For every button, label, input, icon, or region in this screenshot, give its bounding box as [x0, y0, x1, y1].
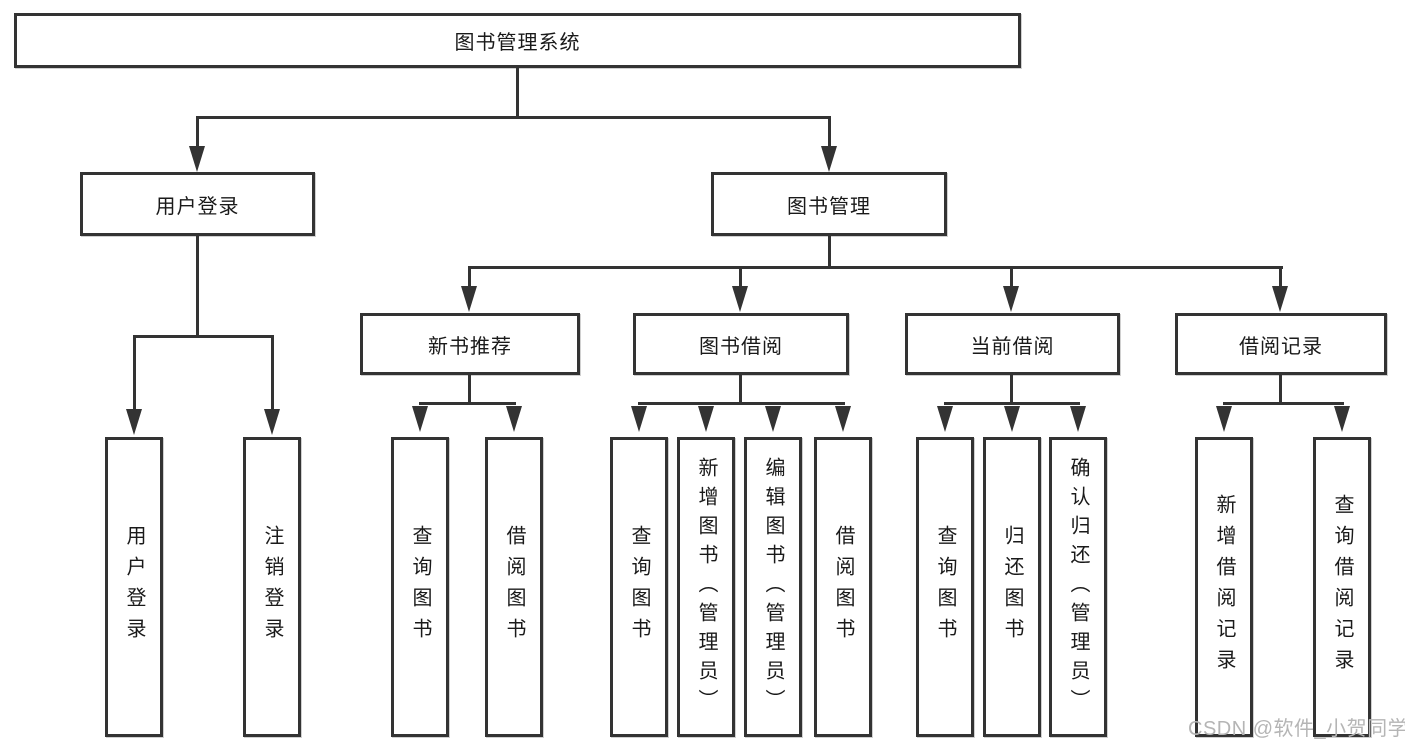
connector-arrowhead	[1004, 406, 1020, 432]
node-user-login: 用户登录	[80, 172, 315, 236]
node-book-management: 图书管理	[711, 172, 947, 236]
connector-line	[944, 402, 1080, 405]
node-current-borrow: 当前借阅	[905, 313, 1120, 375]
leaf-logout-label: 注销登录	[261, 525, 283, 649]
connector-line	[828, 236, 831, 268]
connector-line	[271, 335, 274, 411]
node-current-borrow-label: 当前借阅	[970, 335, 1055, 358]
leaf-borrow-query-books: 查询图书	[610, 437, 668, 737]
leaf-borrow-query-books-label: 查询图书	[628, 525, 650, 649]
watermark-text: CSDN @软件_小贺同学	[1188, 718, 1405, 740]
leaf-rec-query-books: 查询图书	[391, 437, 449, 737]
node-book-borrow: 图书借阅	[633, 313, 849, 375]
leaf-records-query-borrow-record-label: 查询借阅记录	[1331, 494, 1353, 680]
node-user-login-label: 用户登录	[155, 195, 240, 218]
connector-arrowhead	[765, 406, 781, 432]
node-new-book-recommend-label: 新书推荐	[428, 335, 512, 358]
connector-arrowhead	[506, 406, 522, 432]
connector-arrowhead	[835, 406, 851, 432]
connector-line	[1010, 266, 1013, 288]
node-root: 图书管理系统	[14, 13, 1021, 68]
connector-line	[638, 402, 845, 405]
connector-arrowhead	[937, 406, 953, 432]
leaf-current-confirm-return-admin-label: 确认归还（管理员）	[1067, 456, 1089, 718]
node-book-management-label: 图书管理	[787, 195, 871, 218]
leaf-rec-borrow-books-label: 借阅图书	[503, 525, 525, 649]
leaf-user-login: 用户登录	[105, 437, 163, 737]
leaf-borrow-borrow-books-label: 借阅图书	[832, 525, 854, 649]
leaf-logout: 注销登录	[243, 437, 301, 737]
connector-line	[469, 266, 1283, 269]
node-root-label: 图书管理系统	[454, 32, 581, 54]
connector-line	[419, 402, 516, 405]
leaf-borrow-edit-books-admin-label: 编辑图书（管理员）	[762, 456, 784, 718]
leaf-borrow-edit-books-admin: 编辑图书（管理员）	[744, 437, 802, 737]
connector-arrowhead	[1003, 286, 1019, 312]
connector-arrowhead	[732, 286, 748, 312]
connector-line	[133, 335, 136, 411]
leaf-user-login-label: 用户登录	[123, 525, 145, 649]
leaf-borrow-add-books-admin: 新增图书（管理员）	[677, 437, 735, 737]
node-book-borrow-label: 图书借阅	[699, 335, 783, 358]
connector-arrowhead	[189, 146, 205, 172]
connector-arrowhead	[698, 406, 714, 432]
leaf-rec-borrow-books: 借阅图书	[485, 437, 543, 737]
node-borrow-records: 借阅记录	[1175, 313, 1387, 375]
leaf-current-query-books: 查询图书	[916, 437, 974, 737]
leaf-records-add-borrow-record-label: 新增借阅记录	[1213, 494, 1235, 680]
leaf-records-query-borrow-record: 查询借阅记录	[1313, 437, 1371, 737]
connector-line	[828, 116, 831, 148]
connector-arrowhead	[461, 286, 477, 312]
leaf-current-query-books-label: 查询图书	[934, 525, 956, 649]
connector-arrowhead	[1070, 406, 1086, 432]
connector-line	[1279, 266, 1282, 288]
leaf-rec-query-books-label: 查询图书	[409, 525, 431, 649]
connector-line	[196, 116, 831, 119]
leaf-borrow-add-books-admin-label: 新增图书（管理员）	[695, 456, 717, 718]
node-borrow-records-label: 借阅记录	[1239, 335, 1323, 358]
leaf-records-add-borrow-record: 新增借阅记录	[1195, 437, 1253, 737]
connector-arrowhead	[412, 406, 428, 432]
connector-arrowhead	[1334, 406, 1350, 432]
connector-line	[196, 116, 199, 148]
connector-arrowhead	[126, 409, 142, 435]
connector-arrowhead	[1216, 406, 1232, 432]
connector-line	[133, 335, 274, 338]
connector-arrowhead	[631, 406, 647, 432]
leaf-current-return-books-label: 归还图书	[1001, 525, 1023, 649]
connector-line	[1279, 375, 1282, 404]
connector-arrowhead	[264, 409, 280, 435]
connector-arrowhead	[821, 146, 837, 172]
connector-line	[739, 266, 742, 288]
leaf-current-return-books: 归还图书	[983, 437, 1041, 737]
leaf-borrow-borrow-books: 借阅图书	[814, 437, 872, 737]
connector-line	[196, 236, 199, 337]
connector-line	[1010, 375, 1013, 404]
connector-line	[468, 266, 471, 288]
node-new-book-recommend: 新书推荐	[360, 313, 580, 375]
connector-line	[739, 375, 742, 404]
connector-line	[1223, 402, 1344, 405]
leaf-current-confirm-return-admin: 确认归还（管理员）	[1049, 437, 1107, 737]
connector-arrowhead	[1272, 286, 1288, 312]
connector-line	[516, 68, 519, 118]
connector-line	[468, 375, 471, 404]
